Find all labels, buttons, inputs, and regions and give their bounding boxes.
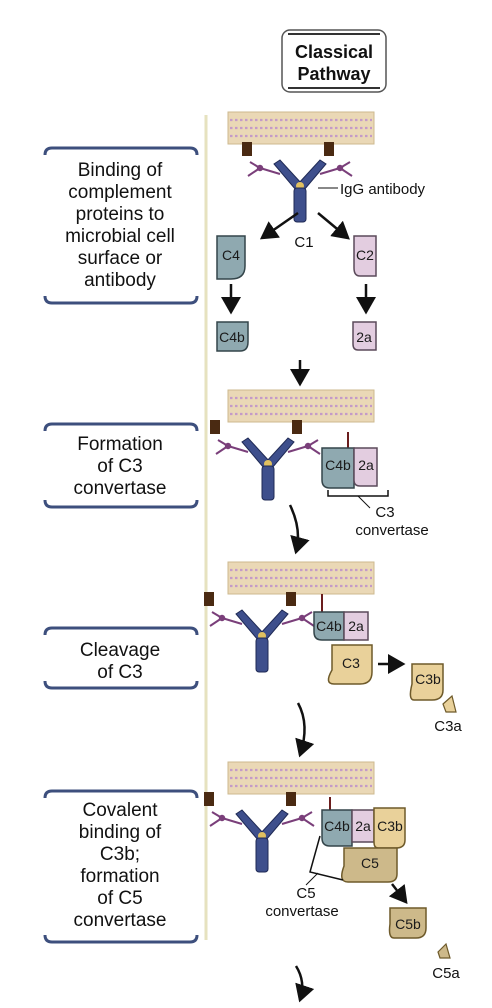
protein-c3a-label: C3a [434,718,462,735]
protein-c3b-label: C3b [415,671,441,687]
stage-4-line-4: formation [80,866,159,887]
c5-convertase-c2a-label: 2a [355,818,371,834]
label-igg-antibody: IgG antibody [340,181,426,198]
stage-1-line-4: microbial cell [65,226,175,247]
protein-c4b [216,321,249,352]
c3-convertase-c4b-label: C4b [325,457,351,473]
panel-1-membrane [227,111,375,145]
panel-3-reactions: C4b 2a C3 C3b C3a [295,594,462,758]
arrow-stage-2-to-3 [288,504,310,555]
label-c3-convertase-line2: convertase [355,522,428,539]
stage-1-line-2: complement [68,182,172,203]
label-c1: C1 [294,234,313,251]
protein-c5b-label: C5b [395,916,421,932]
stage-1-line-6: antibody [84,270,156,291]
stage-4-line-2: binding of [79,822,162,843]
protein-c5a-label: C5a [432,965,460,982]
protein-c2a-label: 2a [356,329,372,345]
c3-cleavage-c4b [313,611,345,641]
arrow-to-c4 [259,211,299,240]
panel-4-reactions: C4b 2a C3b C5 C5 convertase C5b C5a [265,797,460,1003]
c3-convertase-c4b [321,447,355,489]
panel-1-reactions: IgG antibody C1 C4 C2 C4b 2a [216,181,426,387]
protein-c5 [341,847,398,883]
header-title-line1: Classical [295,42,373,62]
label-c5-convertase-line1: C5 [296,885,315,902]
arrow-stage-3-to-4 [295,702,315,758]
protein-c3 [327,644,373,685]
c5-convertase-c4b-label: C4b [324,818,350,834]
stage-label-3: Cleavage of C3 [43,626,199,690]
label-c5-convertase-line2: convertase [265,903,338,920]
stage-4-line-3: C3b; [100,844,140,865]
panel-2-membrane [227,389,375,423]
panel-4-igg-antibody [204,792,315,873]
stage-1-line-1: Binding of [78,160,163,181]
arrow-to-c2 [317,212,350,240]
arrow-c5-cleavage [388,883,408,904]
protein-c5-label: C5 [361,855,379,871]
c3-convertase-bracket [327,490,389,497]
stage-3-line-2: of C3 [97,662,142,683]
header-title-line2: Pathway [297,64,370,84]
panel-3-membrane [227,561,375,595]
panel-2-reactions: C4b 2a C3 convertase [288,432,429,555]
stage-4-line-6: convertase [74,910,167,931]
protein-c4 [216,235,246,280]
stage-2-line-1: Formation [77,434,163,455]
protein-c2-label: C2 [356,247,374,263]
c5-convertase-bracket [309,835,344,881]
arrow-continue [294,965,315,1003]
c5-convertase-c3b-label: C3b [377,818,403,834]
protein-c3a [442,694,457,713]
protein-c3b [409,663,444,701]
protein-c2a [352,321,377,351]
stage-1-line-3: proteins to [76,204,165,225]
stage-4-line-5: of C5 [97,888,142,909]
panel-1-igg-antibody [242,142,353,223]
stage-3-line-1: Cleavage [80,640,160,661]
panel-4-membrane [227,761,375,795]
stage-label-2: Formation of C3 convertase [43,422,199,509]
stage-label-1: Binding of complement proteins to microb… [43,146,199,305]
stage-label-4: Covalent binding of C3b; formation of C5… [43,789,199,944]
c5-convertase-c4b [321,809,353,847]
protein-c3-label: C3 [342,655,360,671]
protein-c4b-label: C4b [219,329,245,345]
header: Classical Pathway [281,29,387,93]
stage-1-line-5: surface or [78,248,163,269]
protein-c5b [388,907,427,939]
protein-c4-label: C4 [222,247,240,263]
protein-c2 [353,235,377,277]
stage-2-line-2: of C3 [97,456,142,477]
panel-2-igg-antibody [210,420,321,501]
c3-cleavage-c2a-label: 2a [348,618,364,634]
panel-3-igg-antibody [204,592,315,673]
protein-c5a [437,942,451,959]
c3-convertase-c2a [353,447,378,487]
c3-convertase-c2a-label: 2a [358,457,374,473]
stage-4-line-1: Covalent [83,800,159,821]
c3-cleavage-c4b-label: C4b [316,618,342,634]
label-c3-convertase-line1: C3 [375,504,394,521]
stage-2-line-3: convertase [74,478,167,499]
c3-cleavage-c2a [343,611,369,641]
